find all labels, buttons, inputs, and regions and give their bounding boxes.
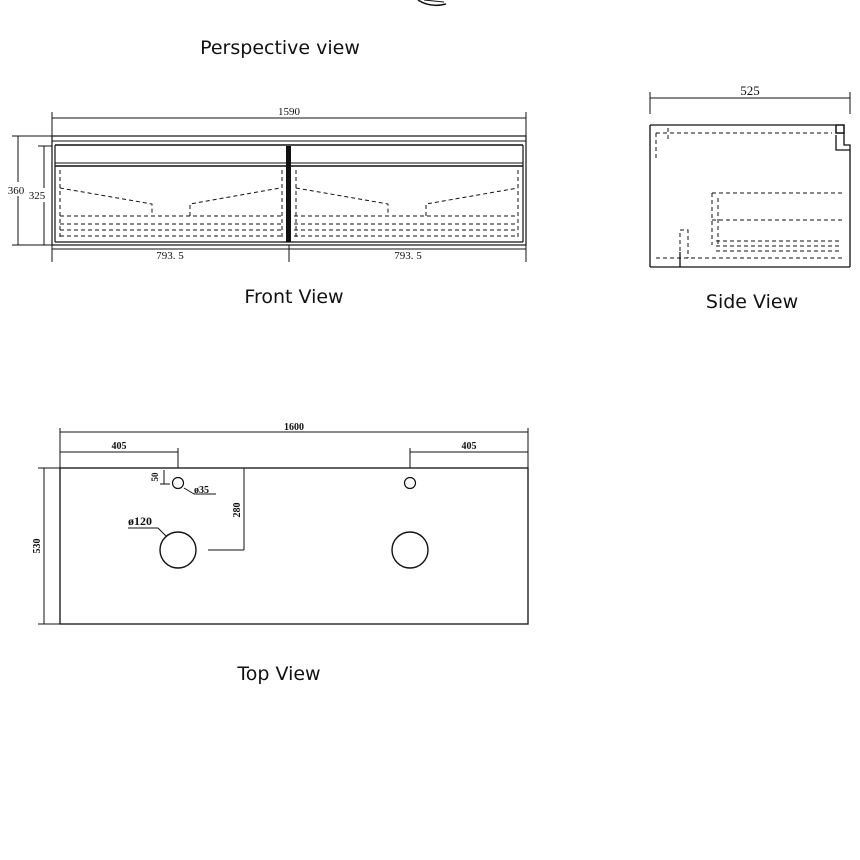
front-width-dimension: 1590 — [51, 106, 527, 136]
top-basin-diameter-dimension: ø120 — [128, 514, 167, 537]
top-depth-dimension: 530 — [32, 467, 60, 625]
top-tap-hole-dimensions: 50 ø35 — [150, 470, 216, 496]
top-countertop-outline — [59, 467, 529, 625]
tap-hole-left — [171, 476, 185, 490]
side-hidden-lines — [655, 128, 842, 259]
top-left-offset-value: 405 — [112, 441, 127, 452]
front-left-half-value: 793. 5 — [156, 250, 184, 262]
front-half-width-dimensions: 793. 5 793. 5 — [51, 245, 527, 262]
top-view-label: Top View — [236, 663, 320, 685]
top-tap-hole-diameter-value: ø35 — [194, 485, 209, 496]
front-hidden-lines — [59, 170, 519, 240]
basin-hole-left — [159, 531, 197, 569]
side-depth-dimension: 525 — [649, 83, 851, 114]
top-depth-value: 530 — [32, 539, 43, 554]
basin-hole-right — [391, 531, 429, 569]
top-right-offset-value: 405 — [462, 441, 477, 452]
top-width-dimension: 1600 — [59, 422, 529, 468]
front-overall-height-value: 360 — [8, 185, 25, 197]
top-width-value: 1600 — [284, 422, 304, 433]
top-basin-center-dimension: 280 — [208, 468, 245, 551]
top-basin-depth-value: 280 — [232, 503, 243, 518]
front-height-dimensions: 360 325 — [2, 135, 52, 246]
front-view: 1590 360 325 — [2, 106, 527, 262]
tap-hole-right — [403, 476, 417, 490]
side-depth-value: 525 — [740, 83, 760, 98]
perspective-view-label: Perspective view — [200, 37, 360, 59]
top-view: 1600 405 405 530 50 ø35 — [32, 422, 529, 625]
top-right-offset-dimension: 405 — [409, 441, 528, 468]
side-view-label: Side View — [706, 291, 798, 313]
side-outline — [649, 124, 851, 268]
front-view-label: Front View — [244, 286, 343, 308]
top-left-offset-dimension: 405 — [60, 441, 179, 468]
top-tap-edge-offset-value: 50 — [150, 472, 160, 482]
front-width-value: 1590 — [278, 106, 301, 118]
front-cabinet-outline — [51, 135, 527, 246]
side-view: 525 — [649, 83, 851, 268]
front-body-height-value: 325 — [29, 190, 46, 202]
top-basin-diameter-value: ø120 — [128, 514, 152, 528]
perspective-sketch-fragment — [417, 0, 447, 7]
front-right-half-value: 793. 5 — [394, 250, 422, 262]
